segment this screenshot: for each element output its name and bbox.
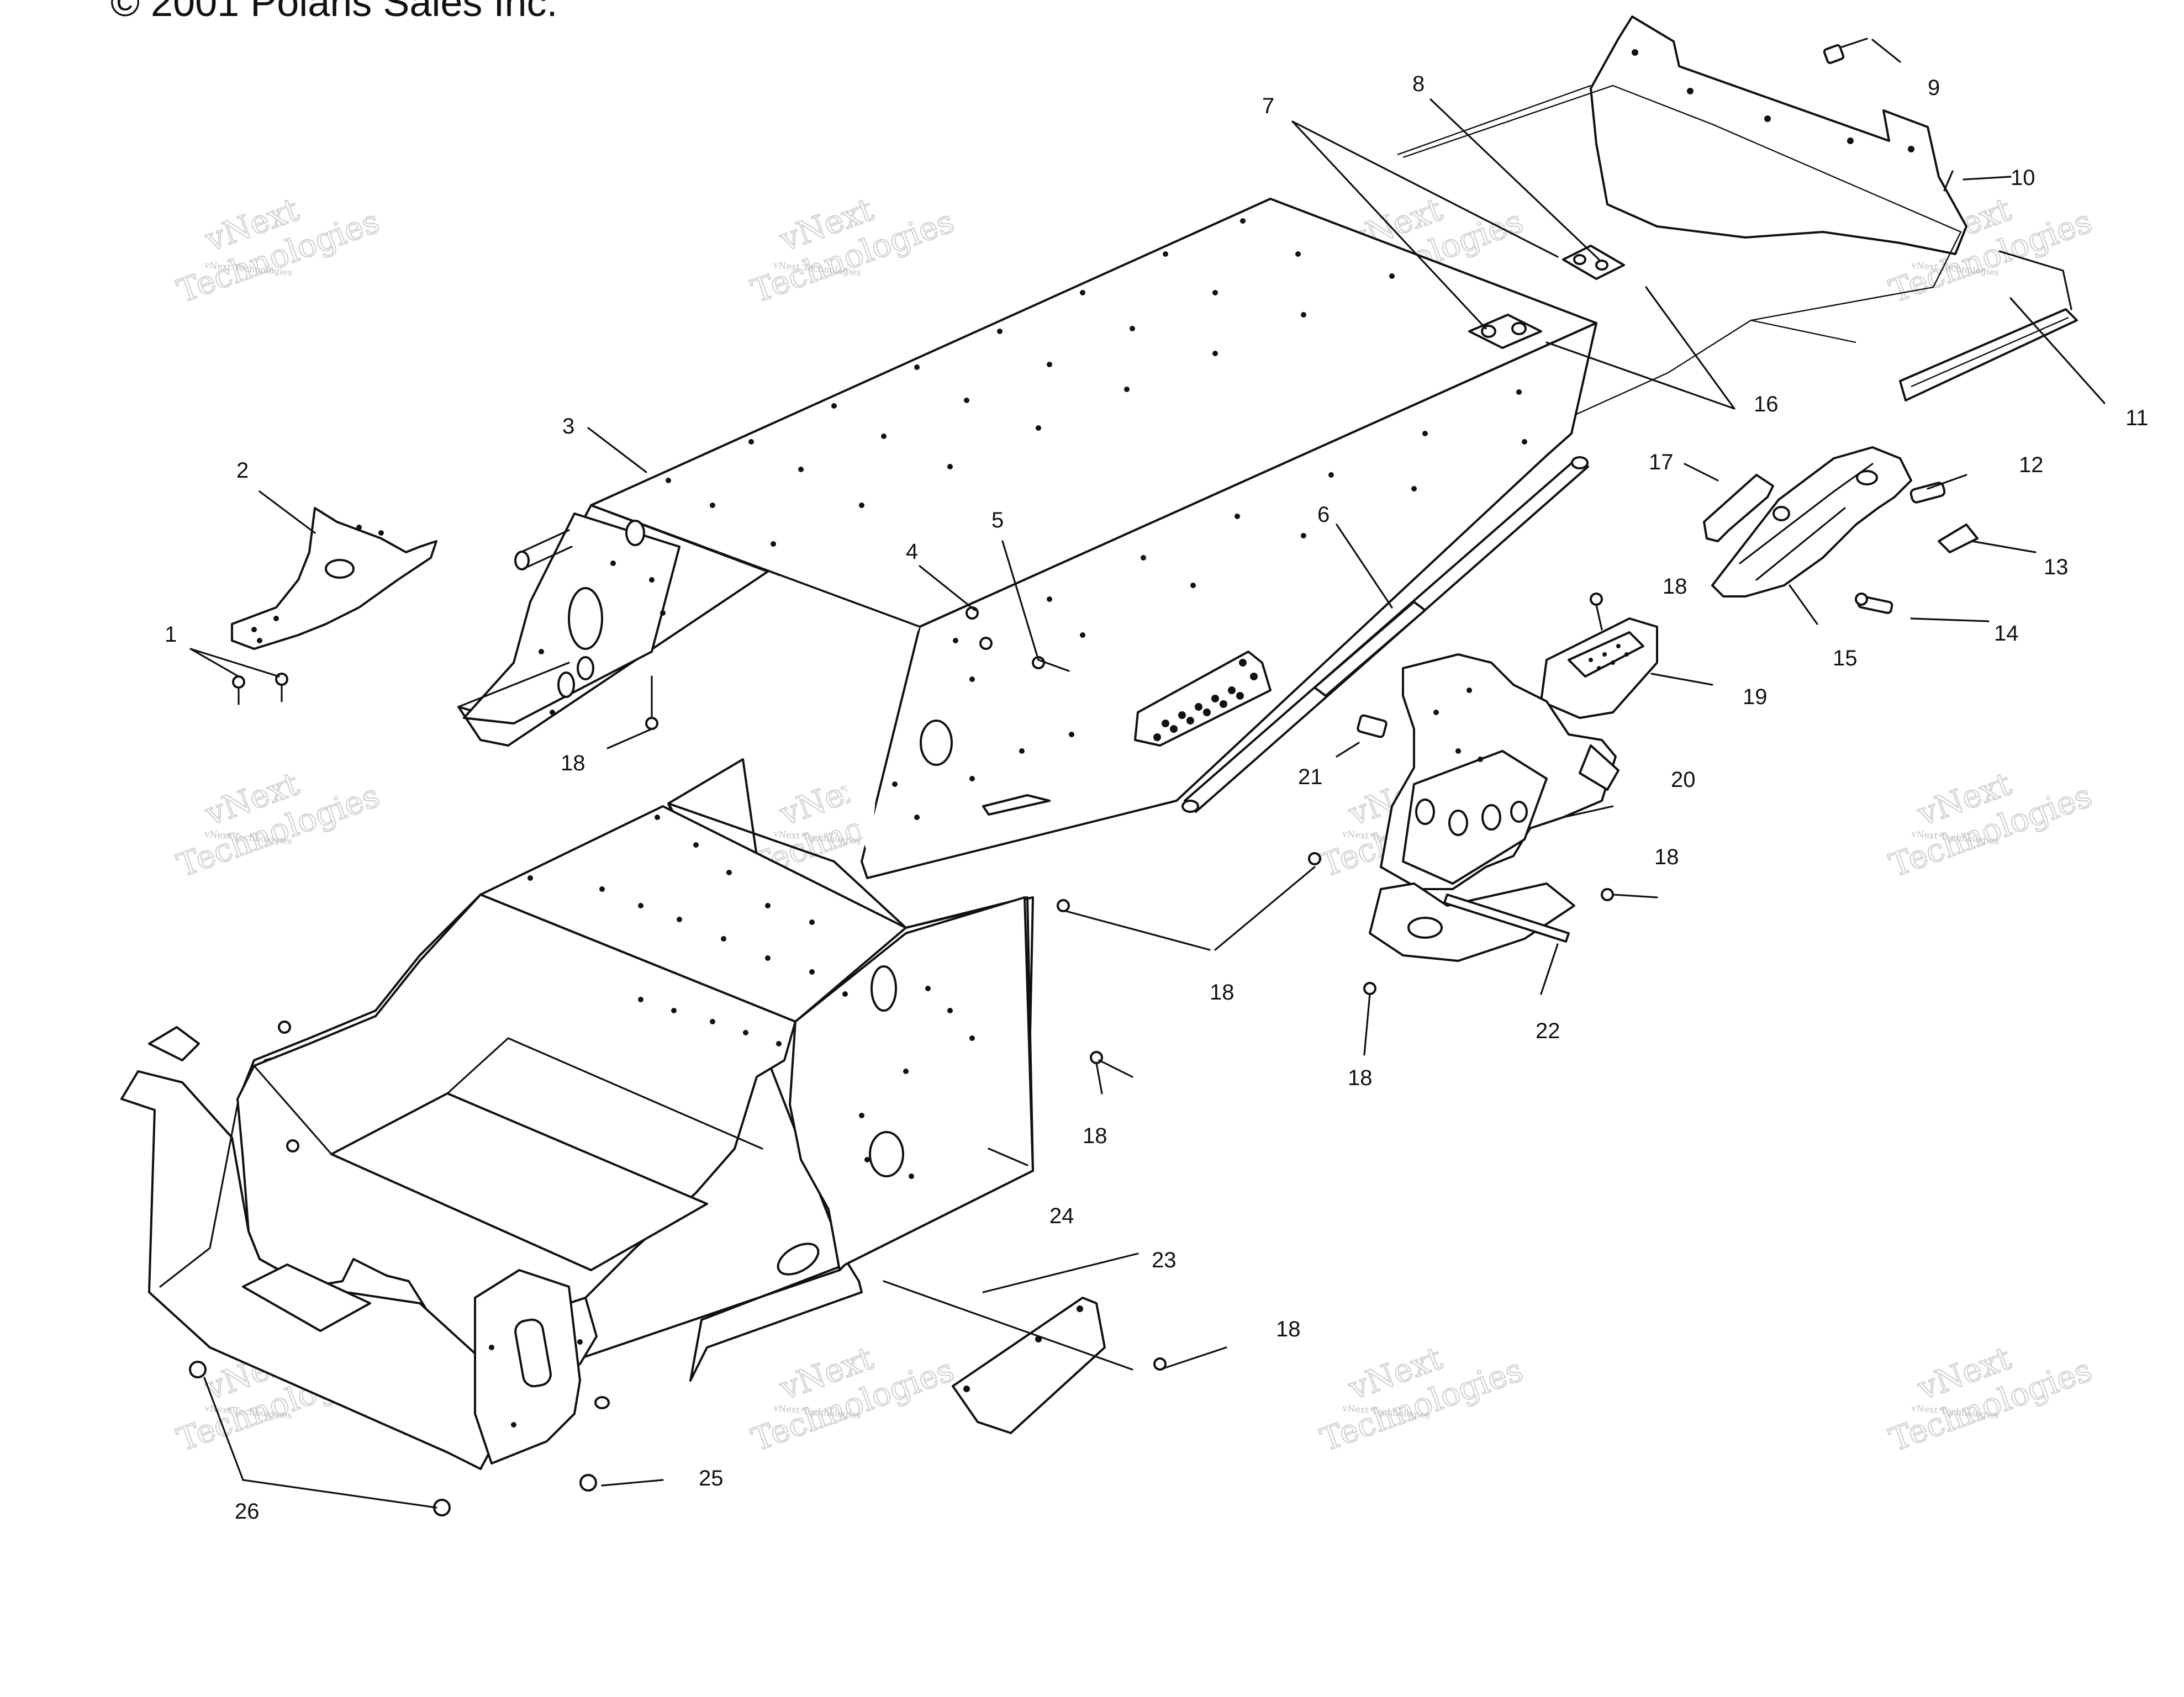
callout-label: 7 xyxy=(1262,94,1274,118)
callout-label: 18 xyxy=(561,751,585,775)
callout-label: 4 xyxy=(906,540,918,564)
part-tunnel xyxy=(457,198,1597,879)
callout-labels: 1 2 3 4 5 6 7 8 9 10 11 12 13 14 15 16 1… xyxy=(165,72,2149,1524)
callout-label: 14 xyxy=(1994,621,2019,646)
part-bracket-2 xyxy=(231,507,437,650)
callout-label: 1 xyxy=(165,622,177,647)
callout-label: 26 xyxy=(235,1499,260,1524)
callout-label: 18 xyxy=(1276,1317,1301,1341)
part-rivet-1 xyxy=(232,673,288,705)
tunnel-centerline xyxy=(1397,84,1962,426)
part-clip-17 xyxy=(1703,474,1774,542)
watermark: vNext Technologies xyxy=(1884,764,2097,885)
part-bolt-14 xyxy=(1855,593,1893,614)
callout-label: 18 xyxy=(1210,980,1235,1005)
watermark: vNext Technologies xyxy=(746,1339,959,1460)
watermark: vNext Technologies xyxy=(746,190,959,311)
callout-label: 23 xyxy=(1152,1248,1177,1272)
part-rail xyxy=(1899,250,2078,401)
callout-label: 20 xyxy=(1671,768,1696,792)
part-plate-13 xyxy=(1938,524,1979,553)
callout-label: 6 xyxy=(1317,503,1330,527)
watermark: vNext Technologies xyxy=(1315,1339,1528,1460)
callout-label: 15 xyxy=(1833,646,1858,670)
callout-label: 2 xyxy=(236,458,249,483)
callout-label: 24 xyxy=(1049,1204,1074,1228)
callout-label: 18 xyxy=(1654,845,1679,869)
callout-label: 18 xyxy=(1083,1124,1107,1148)
callout-label: 18 xyxy=(1663,574,1687,599)
callout-label: 5 xyxy=(991,508,1004,532)
callout-label: 10 xyxy=(2011,166,2035,190)
callout-label: 18 xyxy=(1348,1066,1373,1090)
callout-label: 21 xyxy=(1298,765,1323,789)
part-bracket-20 xyxy=(1369,653,1619,962)
callout-label: 25 xyxy=(699,1466,724,1490)
part-spacer-21 xyxy=(1357,714,1388,738)
part-flap xyxy=(1590,15,1967,255)
callout-label: 13 xyxy=(2044,555,2069,579)
part-hinge-15 xyxy=(1711,446,1912,598)
part-footrest xyxy=(1540,617,1658,719)
callout-label: 11 xyxy=(2125,406,2149,430)
callout-label: 12 xyxy=(2019,453,2044,477)
vent-slots xyxy=(1134,651,1272,747)
callout-label: 3 xyxy=(562,414,574,438)
callout-label: 16 xyxy=(1754,392,1779,416)
part-skid-plate xyxy=(952,1297,1106,1434)
part-pin-22 xyxy=(1443,894,1570,943)
watermark: vNext Technologies xyxy=(172,764,385,885)
part-bolt-9 xyxy=(1823,38,1901,64)
part-bulkhead xyxy=(120,758,1034,1470)
callout-label: 22 xyxy=(1536,1019,1560,1043)
part-bolt-12 xyxy=(1909,482,1946,504)
part-rail-tube xyxy=(1181,456,1589,813)
watermark: vNext Technologies xyxy=(172,190,385,311)
copyright-text: © 2001 Polaris Sales Inc. xyxy=(110,0,558,25)
callout-label: 17 xyxy=(1649,450,1674,474)
leader-lines xyxy=(189,98,2106,1509)
callout-label: 8 xyxy=(1412,72,1425,96)
watermark: vNext Technologies xyxy=(1884,1339,2097,1460)
part-plates-7-8-16 xyxy=(1468,245,1625,349)
fasteners xyxy=(189,593,1614,1516)
callout-label: 9 xyxy=(1928,76,1940,100)
callout-label: 19 xyxy=(1743,685,1768,709)
